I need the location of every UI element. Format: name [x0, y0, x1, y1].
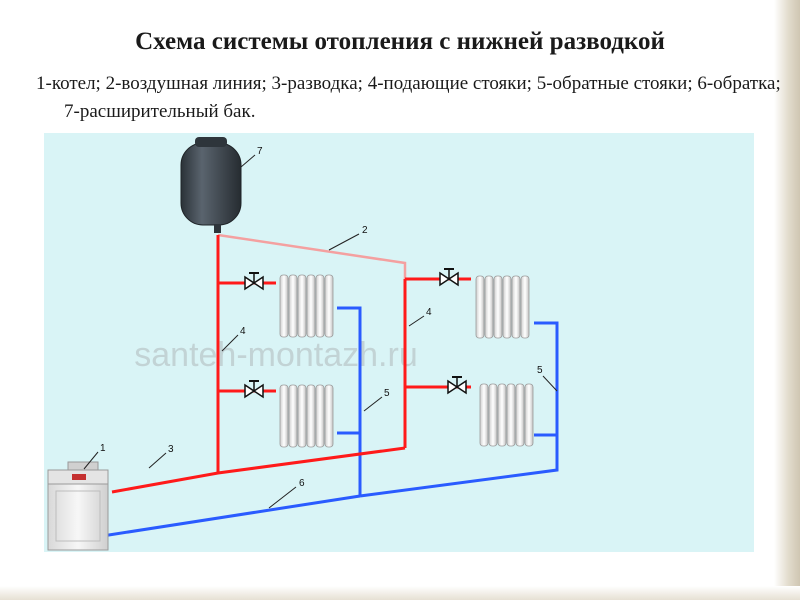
label-supply-riser-right: 4	[426, 307, 432, 318]
valve-icon	[439, 268, 459, 287]
valve-icon	[244, 380, 264, 399]
radiator-icon	[475, 275, 530, 339]
radiator-icon	[279, 274, 334, 338]
label-return-riser-right: 5	[537, 365, 543, 376]
valve-icon	[447, 376, 467, 395]
radiator-icon	[479, 383, 534, 447]
label-supply-riser-left: 4	[240, 326, 246, 337]
heating-schematic: santeh-montazh.ru	[47, 137, 559, 551]
label-boiler: 1	[100, 443, 106, 454]
radiator-icon	[279, 384, 334, 448]
expansion-tank-icon	[180, 137, 242, 233]
slide-edge-decoration	[774, 0, 800, 600]
label-distribution: 3	[168, 444, 174, 455]
air-line-pipe	[217, 233, 407, 279]
label-return-riser-left: 5	[384, 388, 390, 399]
valve-icon	[244, 272, 264, 291]
boiler-icon	[47, 461, 109, 551]
label-expansion-tank: 7	[257, 146, 263, 157]
label-return-main: 6	[299, 478, 305, 489]
legend-caption: 1-котел; 2-воздушная линия; 3-разводка; …	[36, 73, 781, 122]
label-air-line: 2	[362, 225, 368, 236]
leader-lines	[83, 154, 558, 509]
watermark-text: santeh-montazh.ru	[134, 336, 418, 374]
slide-title: Схема системы отопления с нижней разводк…	[135, 28, 665, 55]
slide-bottom-decoration	[0, 586, 800, 600]
heating-system-diagram: santeh-montazh.ru	[44, 133, 754, 552]
return-pipes	[95, 306, 559, 539]
